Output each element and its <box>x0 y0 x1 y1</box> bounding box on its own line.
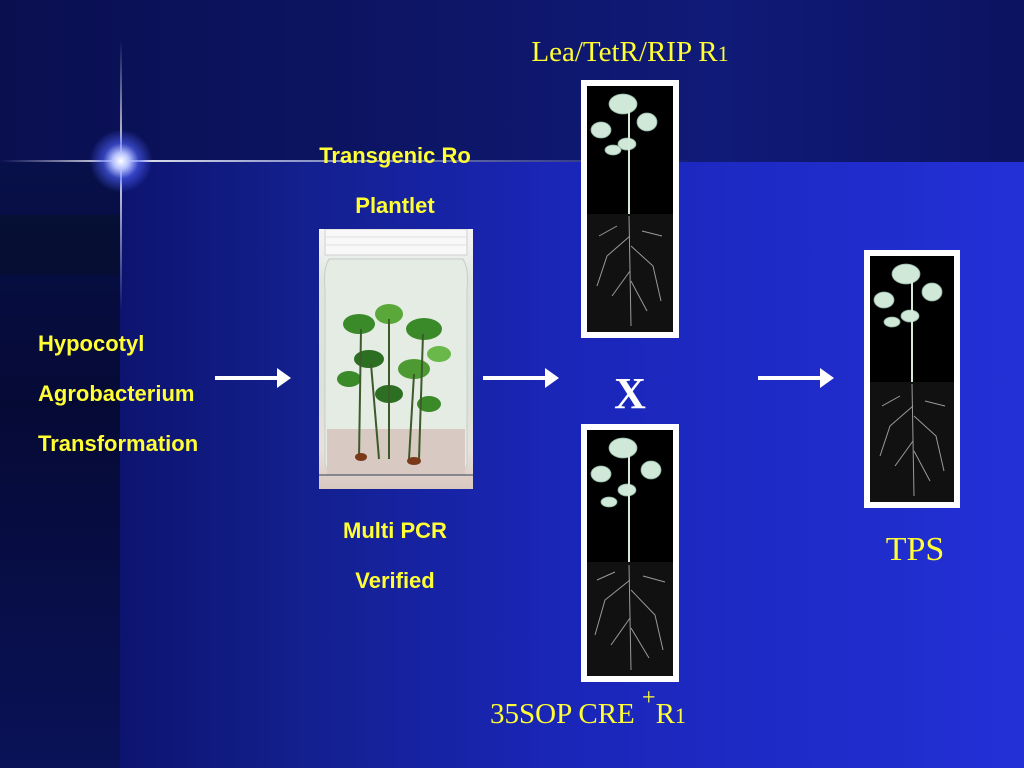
method-line1: Hypocotyl <box>38 333 144 355</box>
result-plant-drawing <box>870 256 954 502</box>
result-plant-photo <box>864 250 960 508</box>
jar-title-line1: Transgenic Ro <box>280 145 510 167</box>
verify-line1: Multi PCR <box>280 520 510 542</box>
top-plant-label: Lea/TetR/RIP R1 <box>470 38 790 67</box>
lens-flare-glow <box>90 130 152 192</box>
bottom-plant-label-sup: + <box>642 685 656 711</box>
bottom-plant-drawing <box>587 430 673 676</box>
bottom-plant-label: 35SOP CRE +R1 <box>490 700 780 729</box>
verify-line2: Verified <box>280 570 510 592</box>
arrow-to-jar <box>215 376 287 380</box>
jar-title-line2: Plantlet <box>280 195 510 217</box>
arrow-to-cross <box>483 376 555 380</box>
left-stripe <box>0 215 120 275</box>
result-label: TPS <box>860 533 970 567</box>
bottom-plant-photo <box>581 424 679 682</box>
method-line2: Agrobacterium <box>38 383 194 405</box>
plantlet-jar-image <box>319 229 473 489</box>
top-plant-drawing <box>587 86 673 332</box>
method-line3: Transformation <box>38 433 198 455</box>
arrow-to-result <box>758 376 830 380</box>
top-plant-photo <box>581 80 679 338</box>
top-dark-band <box>0 0 1024 162</box>
cross-symbol: X <box>605 372 655 416</box>
top-plant-label-sub: 1 <box>718 41 729 66</box>
bottom-plant-label-sub: 1 <box>675 703 686 728</box>
bottom-plant-label-r: R <box>656 698 675 730</box>
bottom-plant-label-text: 35SOP CRE <box>490 698 642 730</box>
top-plant-label-text: Lea/TetR/RIP R <box>531 36 717 68</box>
plantlet-jar-drawing <box>319 229 473 489</box>
